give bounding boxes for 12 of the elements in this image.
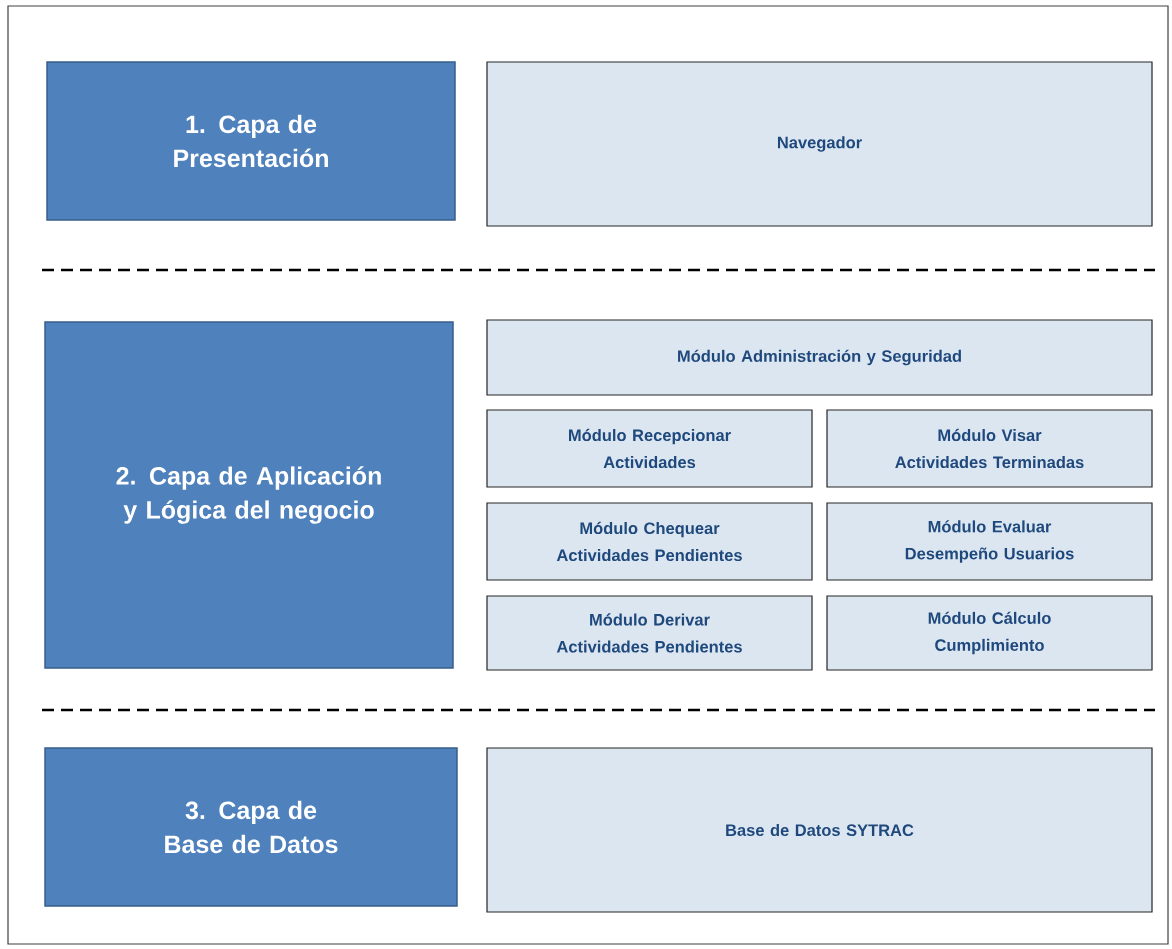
layer-box: 1. Capa de Presentación bbox=[46, 61, 456, 221]
module-box: Módulo Derivar Actividades Pendientes bbox=[486, 595, 813, 671]
module-box: Navegador bbox=[486, 61, 1153, 227]
module-box: Módulo Evaluar Desempeño Usuarios bbox=[826, 502, 1153, 581]
module-box: Módulo Recepcionar Actividades bbox=[486, 409, 813, 488]
module-box: Módulo Administración y Seguridad bbox=[486, 319, 1153, 396]
module-box: Módulo Cálculo Cumplimiento bbox=[826, 595, 1153, 671]
layer-box: 3. Capa de Base de Datos bbox=[44, 747, 458, 907]
module-box: Módulo Chequear Actividades Pendientes bbox=[486, 502, 813, 581]
module-box: Base de Datos SYTRAC bbox=[486, 747, 1153, 913]
layer-box: 2. Capa de Aplicación y Lógica del negocio bbox=[44, 321, 454, 669]
module-box: Módulo Visar Actividades Terminadas bbox=[826, 409, 1153, 488]
